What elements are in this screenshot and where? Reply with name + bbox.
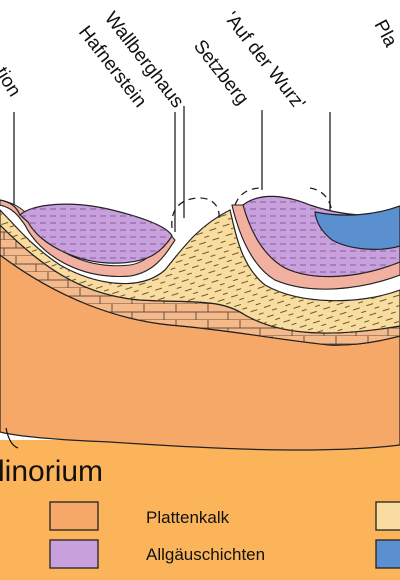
peak-label-tion: tion	[0, 64, 25, 101]
legend-swatch-blue	[375, 539, 400, 569]
title-hook	[5, 427, 19, 449]
section-title: linorium	[0, 455, 103, 488]
legend-label-plattenkalk: Plattenkalk	[146, 508, 230, 527]
legend-swatch-kossen	[375, 501, 400, 531]
left-edge	[0, 199, 21, 216]
legend-label-allgaeu: Allgäuschichten	[146, 545, 265, 564]
eroded-outline-right	[234, 187, 333, 213]
left-syncline-texture	[20, 204, 172, 264]
peak-label-pla: Pla	[370, 16, 400, 50]
legend-swatch-plattenkalk	[49, 501, 99, 531]
kossen-band-texture	[0, 210, 400, 334]
blue-layer	[314, 205, 400, 250]
eroded-outline-left	[171, 197, 220, 229]
legend-swatch-allgaeu	[49, 539, 99, 569]
